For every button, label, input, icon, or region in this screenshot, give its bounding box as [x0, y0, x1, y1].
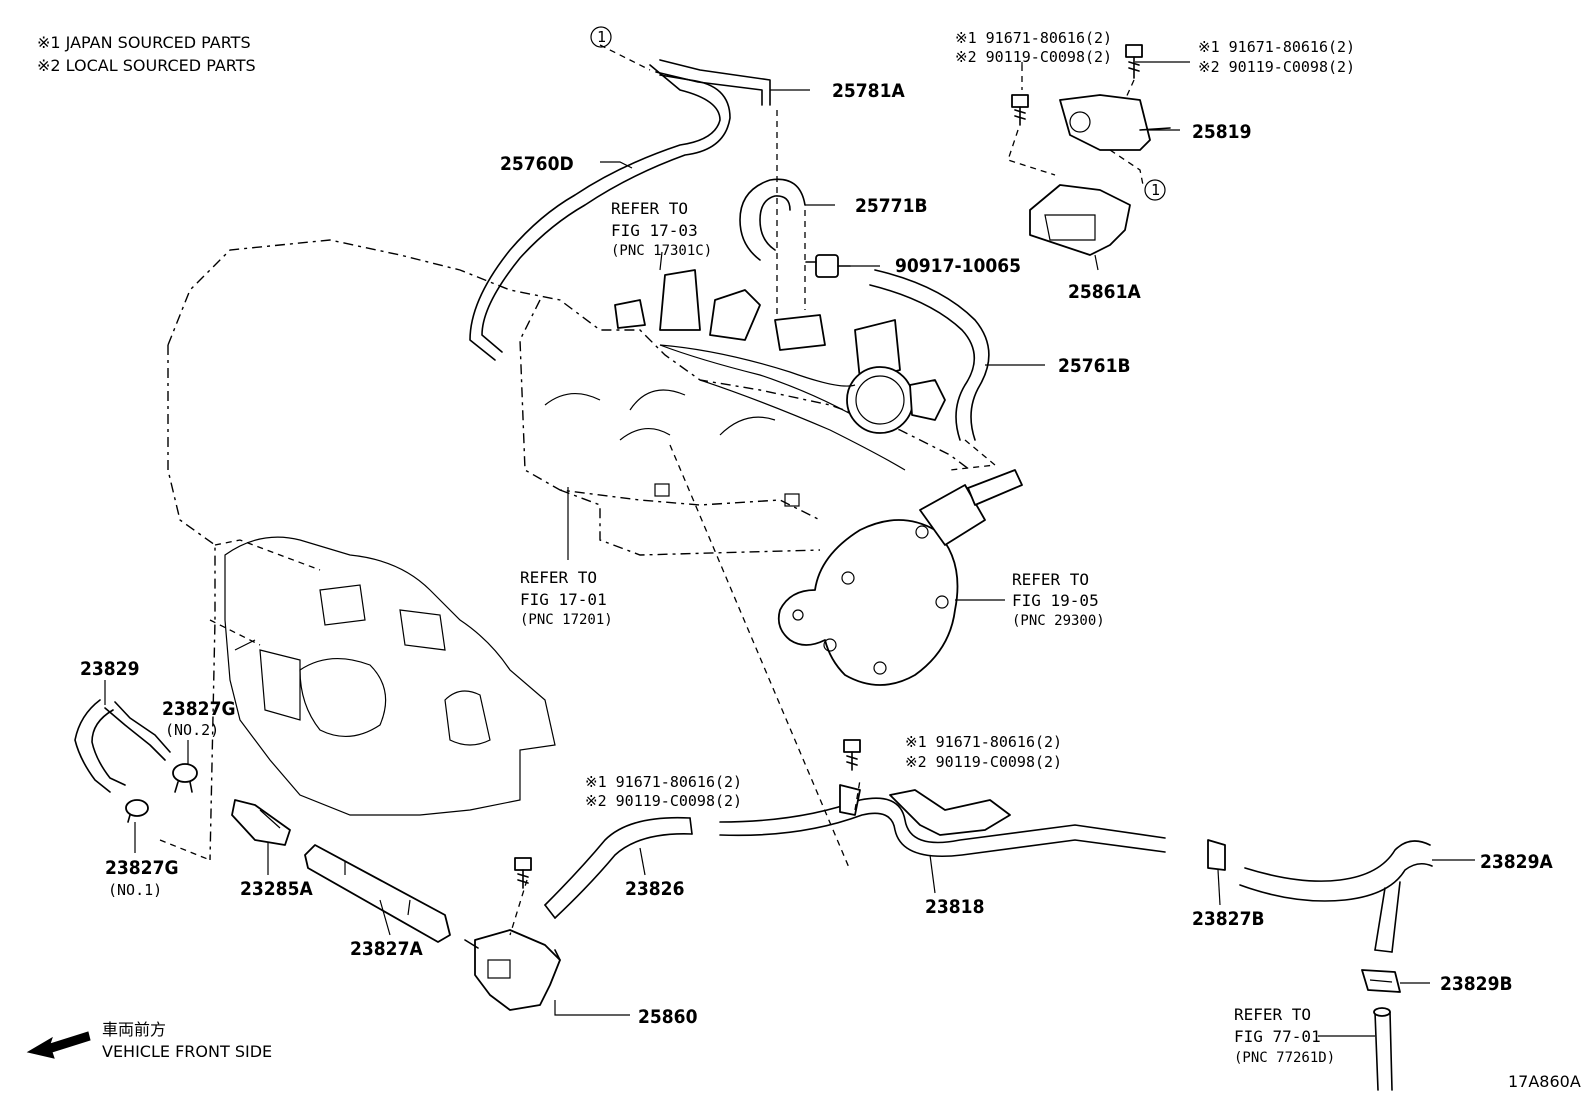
- circle-marker-right: 1: [1144, 179, 1166, 201]
- bolt-lower-mid: [843, 739, 861, 771]
- front-label-jp: 車両前方: [102, 1020, 166, 1039]
- bolt-note-mid-2: ※2 90119-C0098(2): [905, 753, 1062, 771]
- refer-7701-line2: FIG 77-01: [1234, 1027, 1321, 1046]
- refer-1703-line1: REFER TO: [611, 199, 688, 218]
- pipe-23818: [719, 779, 1166, 858]
- lower-engine-block: [224, 536, 556, 816]
- callout-23829b: 23829B: [1440, 973, 1513, 995]
- clamp-23827g-no2: [172, 763, 198, 793]
- bolt-note-top-right-2: ※2 90119-C0098(2): [1198, 58, 1355, 76]
- bolt-upper-left: [1007, 65, 1056, 176]
- refer-1701-pnc: (PNC 17201): [520, 612, 613, 628]
- bolt-note-top-left-2: ※2 90119-C0098(2): [955, 48, 1112, 66]
- refer-1905-line2: FIG 19-05: [1012, 591, 1099, 610]
- leader-lines: [104, 61, 1475, 1037]
- callout-23827b: 23827B: [1192, 908, 1265, 930]
- front-label-en: VEHICLE FRONT SIDE: [102, 1042, 272, 1061]
- bolt-note-top-right-1: ※1 91671-80616(2): [1198, 38, 1355, 56]
- callout-23829a: 23829A: [1480, 851, 1553, 873]
- hose-23829: [74, 699, 171, 793]
- bracket-25861a: [1029, 184, 1131, 256]
- circle-marker-label: 1: [597, 28, 606, 46]
- refer-1905-line1: REFER TO: [1012, 570, 1089, 589]
- vehicle-front-arrow-icon: [26, 1031, 91, 1059]
- clamp-23829b: [1361, 969, 1401, 993]
- refer-7701-pnc: (PNC 77261D): [1234, 1050, 1335, 1066]
- bolt-lower-left: [514, 857, 532, 889]
- vsv-25819: [1059, 94, 1171, 186]
- callout-23826: 23826: [625, 878, 684, 900]
- callout-25761b: 25761B: [1058, 355, 1131, 377]
- callout-25861a: 25861A: [1068, 281, 1141, 303]
- circle-marker-label: 1: [1151, 181, 1160, 199]
- refer-1701-line2: FIG 17-01: [520, 590, 607, 609]
- engine-head-details: [544, 344, 906, 507]
- bolt-note-low-1: ※1 91671-80616(2): [585, 773, 742, 791]
- callout-25771b: 25771B: [855, 195, 928, 217]
- callout-25819: 25819: [1192, 121, 1251, 143]
- callout-no2: (NO.2): [165, 721, 219, 739]
- circle-marker-top: 1: [590, 26, 612, 48]
- callout-90917-10065: 90917-10065: [895, 255, 1021, 277]
- refer-1703-pnc: (PNC 17301C): [611, 243, 712, 259]
- check-valve-90917: [805, 254, 851, 278]
- legend-japan: ※1 JAPAN SOURCED PARTS: [37, 33, 251, 52]
- bolt-upper-right: [1124, 44, 1143, 101]
- refer-1905-pnc: (PNC 29300): [1012, 613, 1105, 629]
- callout-25760d: 25760D: [500, 153, 574, 175]
- clamp-23827g-no1: [125, 799, 149, 823]
- refer-1703-line2: FIG 17-03: [611, 221, 698, 240]
- hose-25760d: [469, 44, 771, 361]
- vacuum-pump: [777, 469, 1023, 686]
- engine-outline: [159, 239, 971, 861]
- legend-local: ※2 LOCAL SOURCED PARTS: [37, 56, 256, 75]
- pipe-77-01: [1373, 1007, 1393, 1091]
- hose-25761b: [869, 269, 997, 471]
- bolt-note-top-left-1: ※1 91671-80616(2): [955, 29, 1112, 47]
- refer-7701-line1: REFER TO: [1234, 1005, 1311, 1024]
- hose-23827a: [304, 844, 451, 943]
- clamp-23827b: [1207, 839, 1226, 871]
- callout-23285a: 23285A: [240, 878, 313, 900]
- intake-manifold: [614, 269, 946, 434]
- bolt-note-mid-1: ※1 91671-80616(2): [905, 733, 1062, 751]
- callout-25781a: 25781A: [832, 80, 905, 102]
- callout-23827g-no2: 23827G: [162, 698, 236, 720]
- callout-23827a: 23827A: [350, 938, 423, 960]
- sensor-23285a: [231, 799, 291, 846]
- callout-23818: 23818: [925, 896, 984, 918]
- callout-23829: 23829: [80, 658, 139, 680]
- figure-code: 17A860A: [1508, 1072, 1581, 1091]
- hose-23829a: [1239, 840, 1433, 953]
- hose-25771b: [739, 110, 806, 315]
- callout-23827g-no1: 23827G: [105, 857, 179, 879]
- refer-1701-line1: REFER TO: [520, 568, 597, 587]
- bolt-note-low-2: ※2 90119-C0098(2): [585, 792, 742, 810]
- callout-25860: 25860: [638, 1006, 698, 1028]
- hose-23826: [544, 816, 693, 919]
- vsv-25860: [464, 879, 561, 1011]
- callout-no1: (NO.1): [108, 881, 162, 899]
